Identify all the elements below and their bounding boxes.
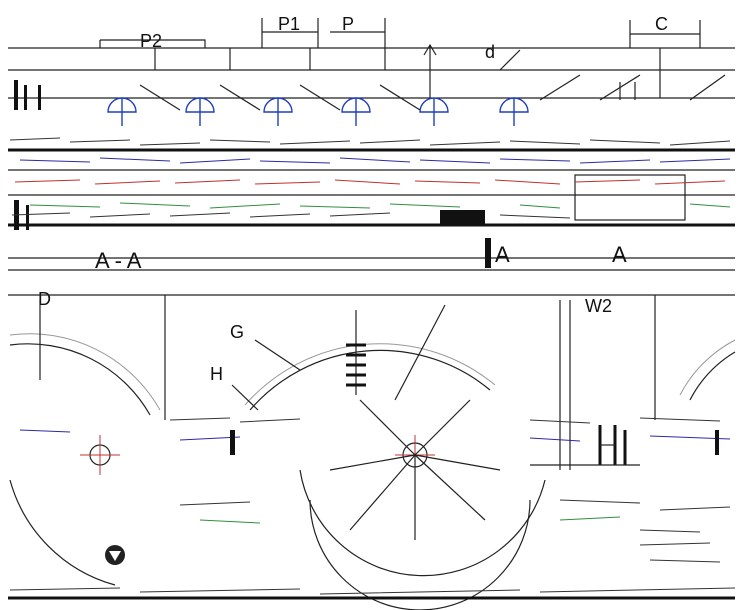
- dim-bracket-c: [629, 20, 701, 48]
- label-p2: P2: [140, 31, 162, 51]
- diagonal-stub: [499, 49, 521, 71]
- label-section-a-mid: A: [495, 242, 510, 267]
- link-row: [139, 74, 726, 111]
- label-h: H: [210, 364, 223, 384]
- arm-line: [394, 304, 446, 401]
- left-wheel: [9, 300, 161, 586]
- roller-1: [107, 97, 137, 126]
- tab-2: [715, 430, 719, 455]
- label-g: G: [230, 322, 244, 342]
- right-frame-box: [574, 174, 686, 221]
- leader-g: [254, 339, 301, 371]
- dim-bracket-p1: [261, 18, 319, 48]
- top-view: [8, 18, 735, 271]
- label-c: C: [655, 14, 668, 34]
- tab-1: [230, 430, 235, 455]
- label-p1: P1: [278, 14, 300, 34]
- roller-6: [499, 97, 529, 126]
- leader-h: [231, 384, 259, 411]
- label-section-aa: A - A: [95, 248, 142, 273]
- label-w2: W2: [585, 296, 612, 316]
- roller-4: [341, 97, 371, 126]
- roller-5: [419, 97, 449, 126]
- label-d-lower: D: [38, 289, 51, 309]
- arrow-head-up: [423, 43, 437, 56]
- label-d-top: d: [485, 42, 495, 62]
- central-wheel: [231, 304, 546, 610]
- ladder-rungs: [346, 343, 366, 387]
- section-view: [8, 294, 736, 610]
- lower-hatching: [8, 417, 736, 600]
- central-block: [440, 210, 485, 226]
- right-bracket: [530, 425, 640, 466]
- dim-bracket-p: [330, 18, 386, 48]
- detail-hatching-band: [9, 137, 731, 219]
- right-wheel: [679, 339, 736, 401]
- left-end-bars: [14, 80, 41, 230]
- section-labels: P2 P1 P C d A - A A A D G H W2: [38, 14, 668, 384]
- roller-3: [263, 97, 293, 126]
- section-marker-bar: [485, 238, 491, 268]
- roller-row: [107, 97, 529, 126]
- label-section-a-right: A: [612, 242, 627, 267]
- roller-2: [185, 97, 215, 126]
- dim-bracket-p2: [99, 39, 206, 48]
- label-p: P: [342, 14, 354, 34]
